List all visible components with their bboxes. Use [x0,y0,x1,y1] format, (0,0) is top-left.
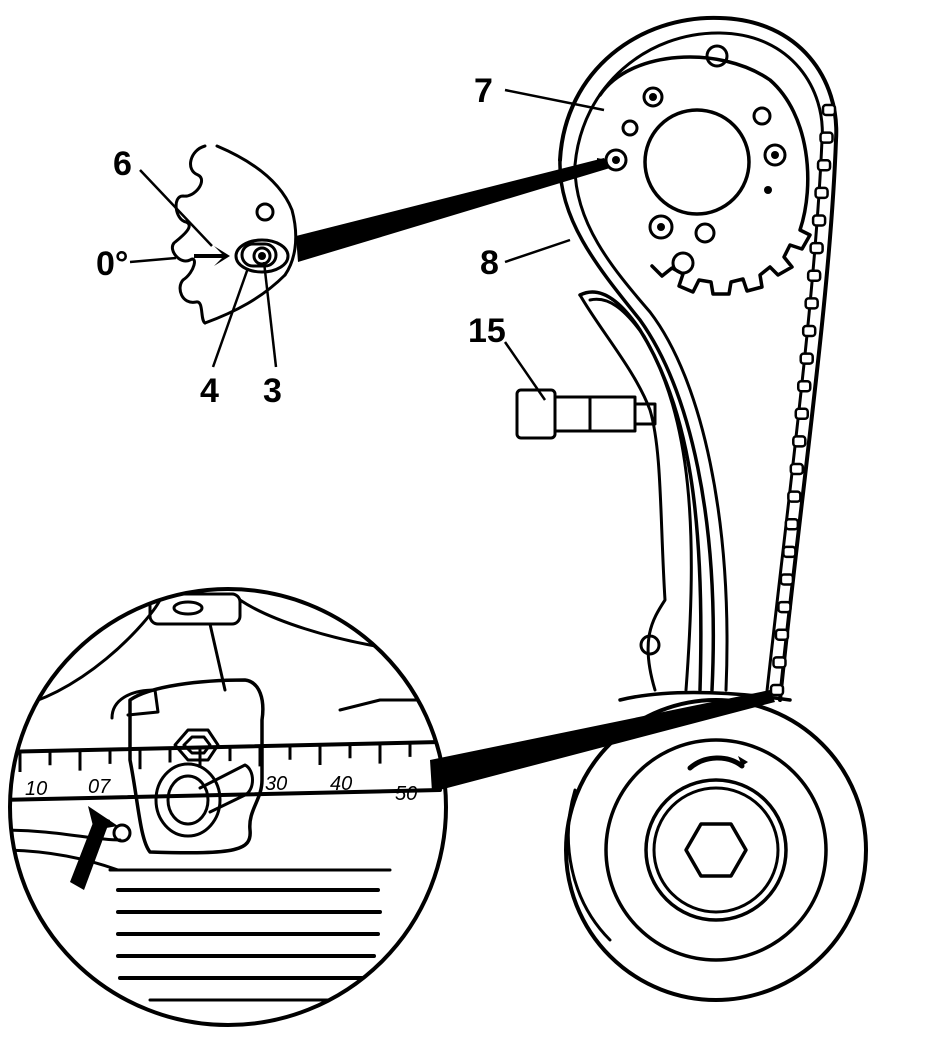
crank-marking-inset: 10 07 30 40 50 [8,587,448,1027]
chain-link [787,490,802,503]
callout-7: 7 [474,72,493,110]
tensioner-plunger [515,388,657,440]
sprocket-detail-inset [171,144,298,325]
callout-6: 6 [113,145,132,183]
callout-15: 15 [468,312,506,350]
camshaft-sprocket [558,15,839,692]
zoom-beam-upper [296,158,610,262]
chain-link [821,103,837,117]
scale-label-07: 07 [88,776,111,798]
chain-tensioner-rail [578,290,703,692]
callout-8: 8 [480,244,499,282]
chain-link [809,241,824,255]
timing-chain-right-run [764,103,838,702]
chain-link [789,462,805,476]
chain-link [792,435,807,448]
callout-3: 3 [263,372,282,410]
chain-link [811,214,827,227]
callout-4: 4 [200,372,219,410]
chain-link [799,352,814,365]
scale-label-50: 50 [395,783,417,805]
scale-label-30: 30 [265,773,287,795]
chain-link [769,683,785,697]
chain-link [784,518,800,531]
scale-label-40: 40 [330,773,352,795]
chain-link [779,573,795,586]
chain-link [772,656,787,669]
chain-link [801,324,817,338]
chain-link [774,628,790,642]
leader-lines [129,88,605,401]
chain-link [794,407,810,421]
chain-link [819,131,834,144]
chain-link [814,186,829,200]
chain-link [804,297,819,310]
chain-link [816,158,832,172]
chain-link [796,379,812,393]
scale-label-10: 10 [25,778,47,800]
callout-0-degree: 0° [96,245,129,283]
zoom-beam-lower [430,690,775,792]
chain-link [777,600,792,614]
chain-link [782,545,797,559]
chain-link [806,269,822,282]
